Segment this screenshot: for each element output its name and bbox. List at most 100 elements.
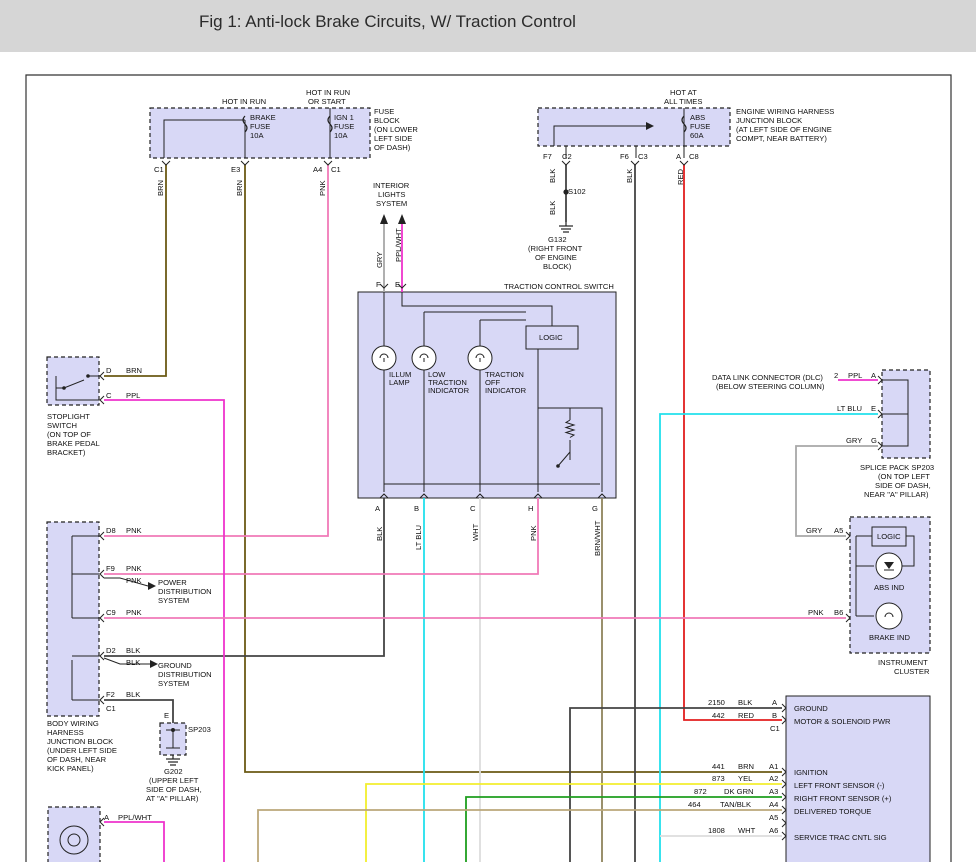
ebcm-wire-red: RED — [738, 711, 755, 720]
fuse-block — [149, 107, 371, 159]
logic-label-2: LOGIC — [877, 532, 901, 541]
bw-wire-pnk1: PNK — [126, 526, 142, 535]
ground-icon — [559, 222, 573, 233]
ebcm-wire-yel: YEL — [738, 774, 752, 783]
pin-c3: C3 — [638, 152, 648, 161]
lamp-icon — [371, 345, 397, 371]
gds-label-3: SYSTEM — [158, 679, 189, 688]
g202-label-2: (UPPER LEFT — [149, 776, 199, 785]
brake-fuse-label-3: 10A — [250, 131, 264, 140]
ebcm-func-stc: SERVICE TRAC CNTL SIG — [794, 833, 887, 842]
pin-c1b: C1 — [331, 165, 341, 174]
abs-fuse-label-2: FUSE — [690, 122, 710, 131]
toff-label-1: TRACTION — [485, 370, 524, 379]
traction-control-switch — [357, 291, 617, 499]
toff-label-3: INDICATOR — [485, 386, 527, 395]
stoplight-label-4: BRAKE PEDAL — [47, 439, 100, 448]
gds-label-1: GROUND — [158, 661, 192, 670]
low-label-1: LOW — [428, 370, 446, 379]
ebcm-func-ign: IGNITION — [794, 768, 828, 777]
wire-label-blk3: BLK — [625, 169, 634, 183]
pin-a-top: A — [676, 152, 682, 161]
dlc-pin-2: 2 — [834, 371, 838, 380]
ic-wire-gry: GRY — [806, 526, 822, 535]
fuse-block-label-3: (ON LOWER — [374, 125, 418, 134]
fuse-icon — [242, 115, 248, 133]
pin-c8: C8 — [689, 152, 699, 161]
abs-fuse-label-3: 60A — [690, 131, 704, 140]
lamp-icon — [875, 602, 903, 630]
bw-label-2: HARNESS — [47, 728, 84, 737]
brake-fuse-label-2: FUSE — [250, 122, 270, 131]
fuse-block-label-1: FUSE — [374, 107, 394, 116]
wire-brn-stoplight — [104, 165, 167, 377]
ebcm-func-rfs: RIGHT FRONT SENSOR (+) — [794, 794, 892, 803]
low-label-3: INDICATOR — [428, 386, 470, 395]
bw-pin-d8: D8 — [106, 526, 116, 535]
led-icon — [875, 552, 903, 580]
fuse-block-label-5: OF DASH) — [374, 143, 411, 152]
ebcm-pin-a: A — [772, 698, 778, 707]
wire-pnk-tcs-h — [104, 498, 539, 575]
page-title: Fig 1: Anti-lock Brake Circuits, W/ Trac… — [199, 12, 576, 31]
ebcm-pin-a5: A5 — [769, 813, 778, 822]
bw-pin-f2: F2 — [106, 690, 115, 699]
wire-red-c8 — [683, 165, 782, 721]
g202-label-1: G202 — [164, 767, 183, 776]
page-header: Fig 1: Anti-lock Brake Circuits, W/ Trac… — [0, 0, 976, 52]
wire-label-brn2: BRN — [235, 180, 244, 196]
ebcm-wire-wht: WHT — [738, 826, 756, 835]
bw-wire-pnk2: PNK — [126, 564, 142, 573]
toff-label-2: OFF — [485, 378, 501, 387]
label-hot-run-1: HOT IN RUN — [222, 97, 266, 106]
wire-pnk-d8 — [104, 165, 329, 537]
g132-label-4: BLOCK) — [543, 262, 572, 271]
wire-dkgrn-872 — [465, 796, 782, 862]
ewh-label-2: JUNCTION BLOCK — [736, 116, 802, 125]
diagram-frame — [25, 74, 952, 862]
stoplight-label-3: (ON TOP OF — [47, 430, 91, 439]
ebcm-func-lfs: LEFT FRONT SENSOR (-) — [794, 781, 885, 790]
ign-fuse-label-3: 10A — [334, 131, 348, 140]
wire-blk-tcs-a — [104, 498, 385, 657]
ic-label-2: CLUSTER — [894, 667, 930, 676]
tcs-pin-a: A — [375, 504, 381, 513]
splice-wire-ltblu: LT BLU — [837, 404, 862, 413]
g132-label-3: OF ENGINE — [535, 253, 577, 262]
g132-label-1: G132 — [548, 235, 567, 244]
sensor-icon — [59, 825, 89, 855]
bw-label-6: KICK PANEL) — [47, 764, 94, 773]
ewh-label-1: ENGINE WIRING HARNESS — [736, 107, 834, 116]
splice-label-1: SPLICE PACK SP203 — [860, 463, 934, 472]
pin-e3: E3 — [231, 165, 240, 174]
dlc-wire-ppl: PPL — [848, 371, 862, 380]
wire-ppl-stoplight — [104, 399, 225, 862]
splice-wire-gry: GRY — [846, 436, 862, 445]
tcs-pin-h: H — [528, 504, 533, 513]
bw-label-1: BODY WIRING — [47, 719, 99, 728]
ebcm-circuit-873: 873 — [712, 774, 725, 783]
ebcm-pin-a1: A1 — [769, 762, 778, 771]
wire-label-blk1: BLK — [548, 169, 557, 183]
ebcm-wire-dkgrn: DK GRN — [724, 787, 754, 796]
tcs-pin-b: B — [414, 504, 419, 513]
pds-label-1: POWER — [158, 578, 187, 587]
wire-label-pnk1: PNK — [318, 180, 327, 196]
low-label-2: TRACTION — [428, 378, 467, 387]
ic-label-1: INSTRUMENT — [878, 658, 928, 667]
brake-fuse-label-1: BRAKE — [250, 113, 276, 122]
bw-pin-d2: D2 — [106, 646, 116, 655]
bw-label-3: JUNCTION BLOCK — [47, 737, 113, 746]
g202-label-4: AT "A" PILLAR) — [146, 794, 199, 803]
wire-label-blk2: BLK — [548, 201, 557, 215]
ebcm-pin-b: B — [772, 711, 777, 720]
ebcm-circuit-464: 464 — [688, 800, 701, 809]
pds-label-3: SYSTEM — [158, 596, 189, 605]
splice-pin-g: G — [871, 436, 877, 445]
bw-wire-blk2: BLK — [126, 658, 140, 667]
label-hot-run-2a: HOT IN RUN — [306, 88, 350, 97]
dlc-label-1: DATA LINK CONNECTOR (DLC) — [712, 373, 823, 382]
splice-pin-a: A — [871, 371, 877, 380]
ic-pin-b6: B6 — [834, 608, 843, 617]
bw-pin-f9: F9 — [106, 564, 115, 573]
